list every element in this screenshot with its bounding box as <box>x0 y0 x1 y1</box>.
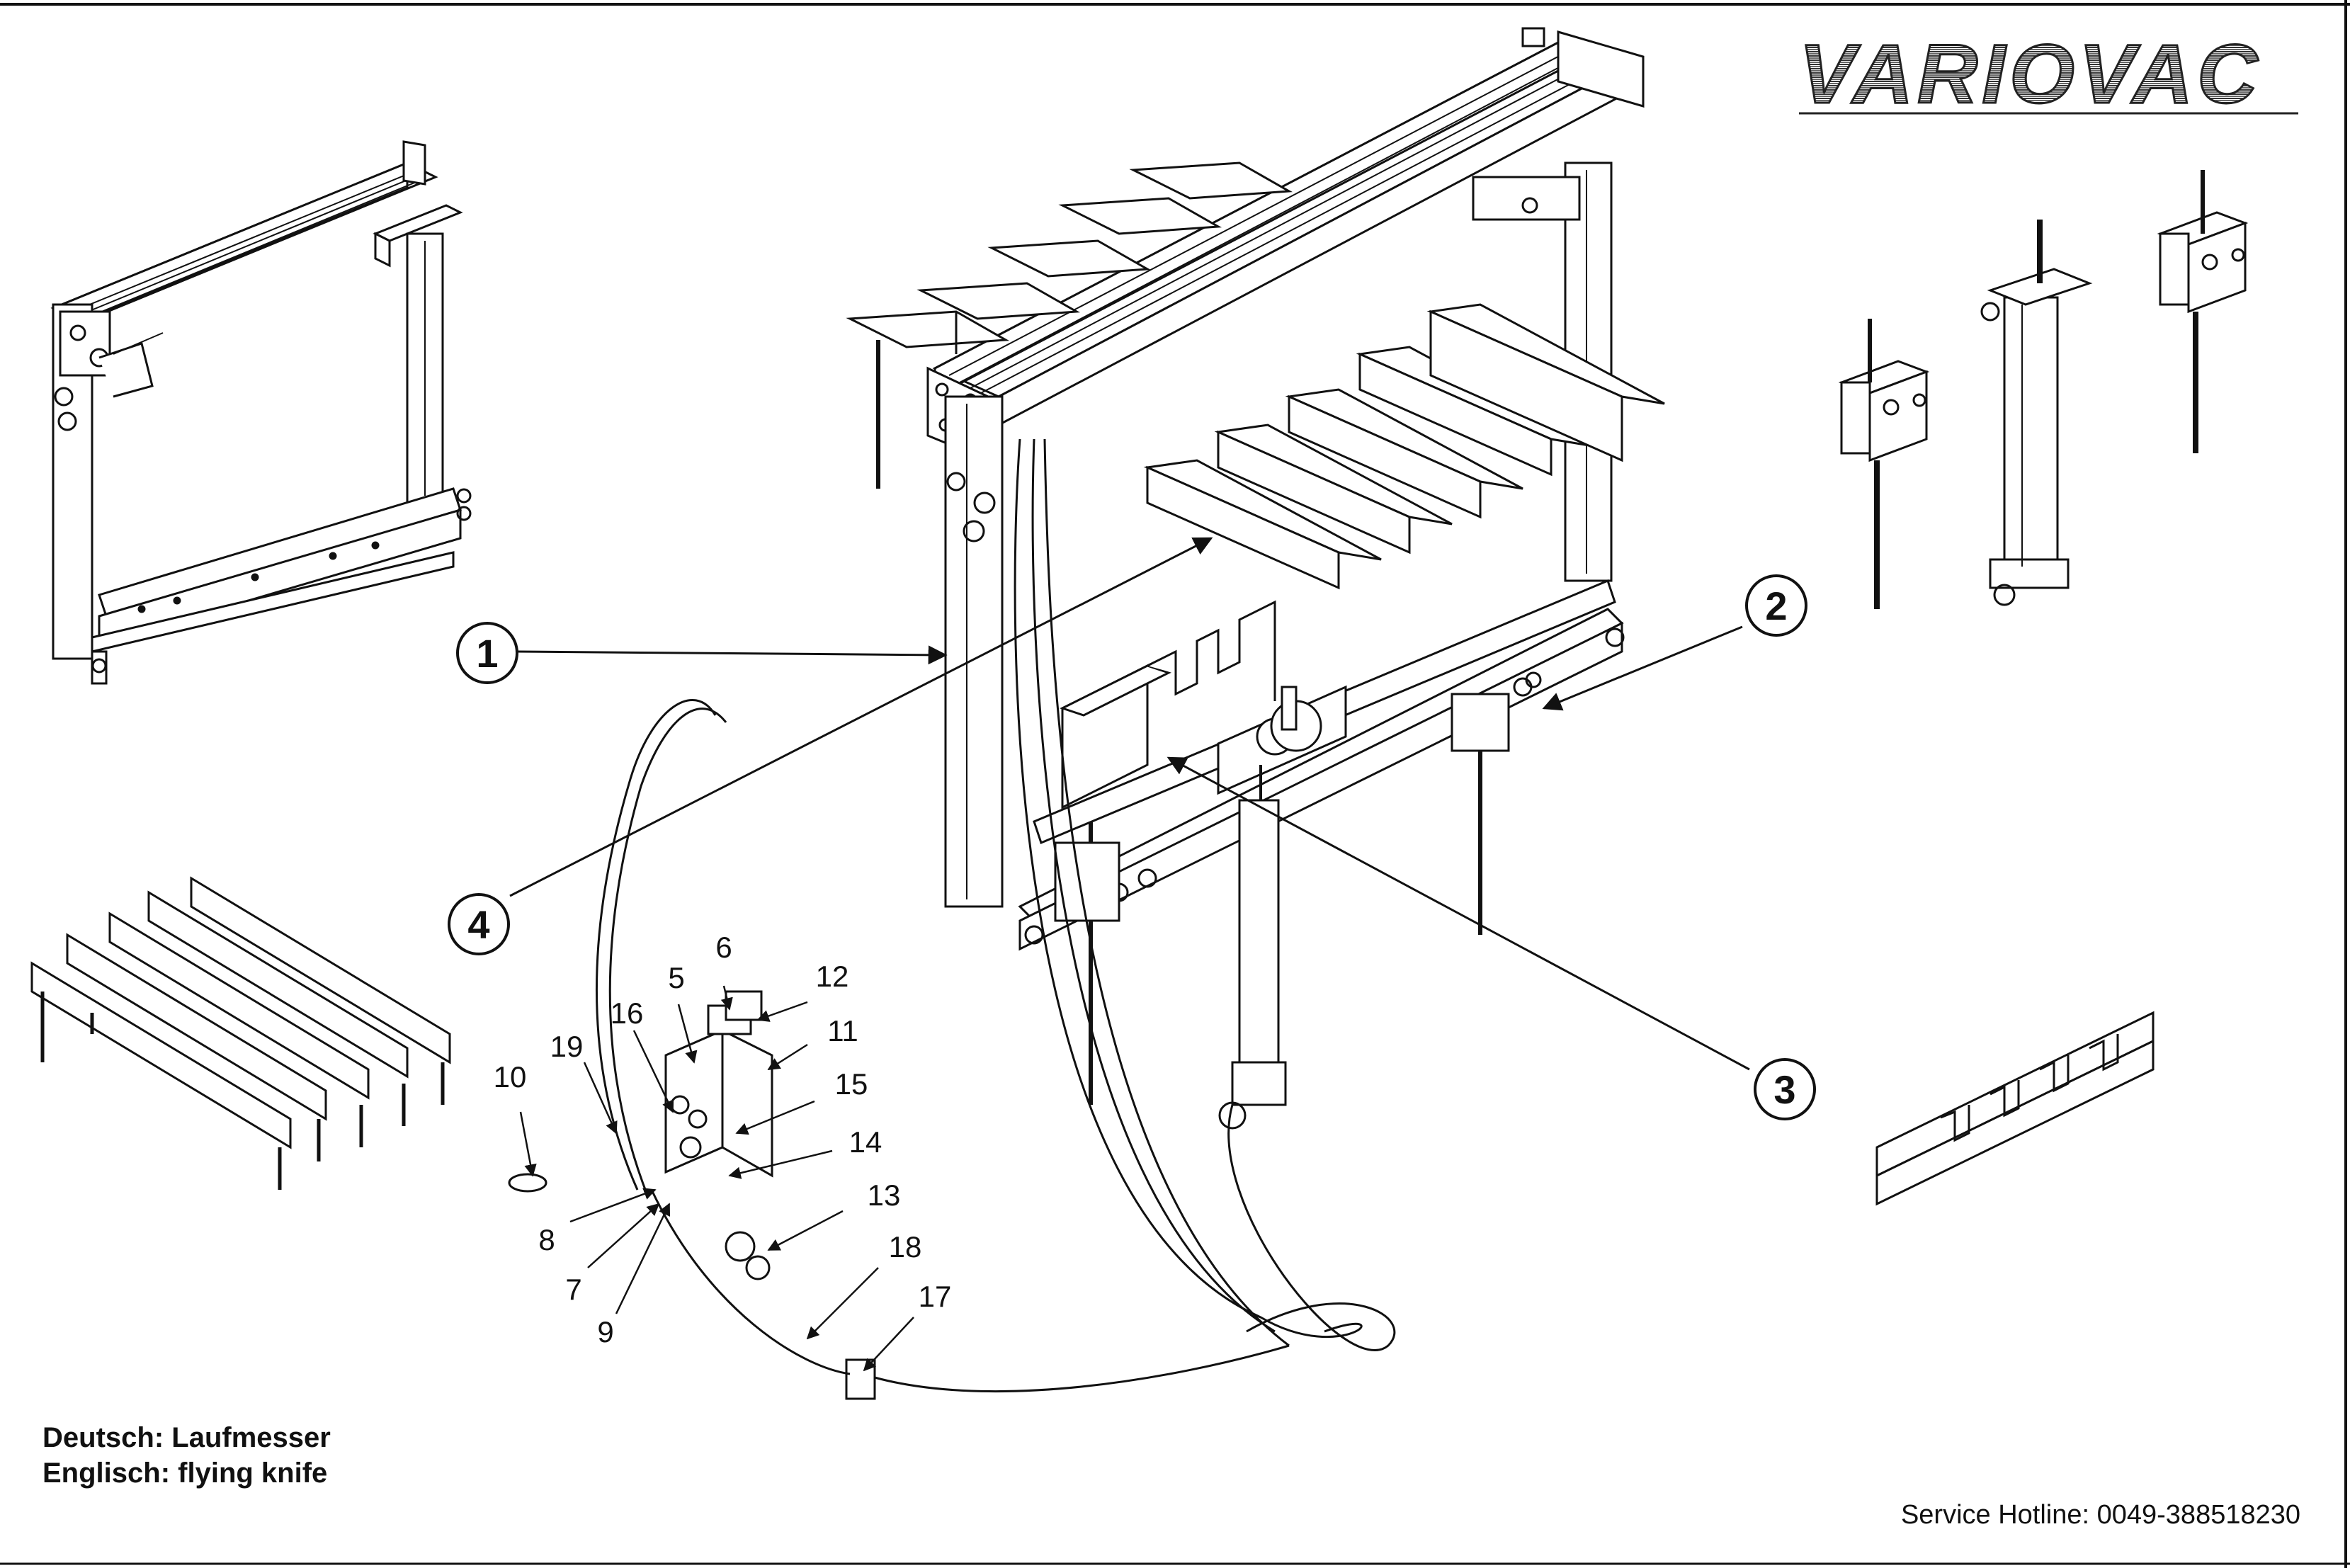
part-leaders <box>519 985 914 1372</box>
part-number-7: 7 <box>565 1273 581 1306</box>
frame-overview-drawing <box>50 140 472 685</box>
part-number-14: 14 <box>849 1125 882 1159</box>
valve-assembly-drawing <box>508 699 1290 1400</box>
part-number-11: 11 <box>827 1014 858 1047</box>
callout-leaders <box>509 537 1750 1071</box>
part-number-9: 9 <box>597 1315 613 1348</box>
main-assembly-drawing <box>846 27 1665 1351</box>
service-hotline: Service Hotline: 0049-388518230 <box>1900 1500 2300 1530</box>
cylinder-parts-drawing <box>1838 170 2249 609</box>
knife-fingers-drawing <box>30 876 451 1190</box>
callout-2-label: 2 <box>1765 584 1787 628</box>
svg-text:VARIOVAC: VARIOVAC <box>1799 28 2261 121</box>
part-number-5: 5 <box>668 961 684 994</box>
callout-2: 2 <box>1745 574 1807 637</box>
legend-german-value: Laufmesser <box>171 1422 331 1453</box>
callout-1-label: 1 <box>476 631 498 676</box>
legend-english: Englisch: flying knife <box>42 1458 327 1489</box>
callout-4-label: 4 <box>467 902 489 947</box>
part-number-8: 8 <box>538 1223 555 1256</box>
legend-english-value: flying knife <box>178 1458 328 1489</box>
legend-english-label: Englisch: <box>42 1458 171 1489</box>
part-number-10: 10 <box>494 1060 527 1093</box>
variovac-logo: VARIOVAC <box>1798 27 2298 123</box>
callout-3-label: 3 <box>1773 1067 1795 1112</box>
part-number-19: 19 <box>550 1030 584 1063</box>
part-number-12: 12 <box>816 960 849 993</box>
part-number-13: 13 <box>868 1178 901 1212</box>
part-number-16: 16 <box>611 996 644 1030</box>
part-number-labels: 5 6 7 8 9 10 11 12 13 14 15 16 17 18 19 <box>494 931 952 1348</box>
callout-4: 4 <box>448 893 510 955</box>
callout-3: 3 <box>1754 1058 1816 1120</box>
legend-german-label: Deutsch: <box>42 1422 164 1453</box>
part-number-17: 17 <box>919 1280 952 1313</box>
part-number-18: 18 <box>889 1230 922 1263</box>
callout-1: 1 <box>456 622 518 684</box>
part-number-6: 6 <box>715 931 732 964</box>
legend-german: Deutsch: Laufmesser <box>42 1422 331 1454</box>
comb-part-drawing <box>1875 1011 2155 1206</box>
part-number-15: 15 <box>835 1067 868 1101</box>
